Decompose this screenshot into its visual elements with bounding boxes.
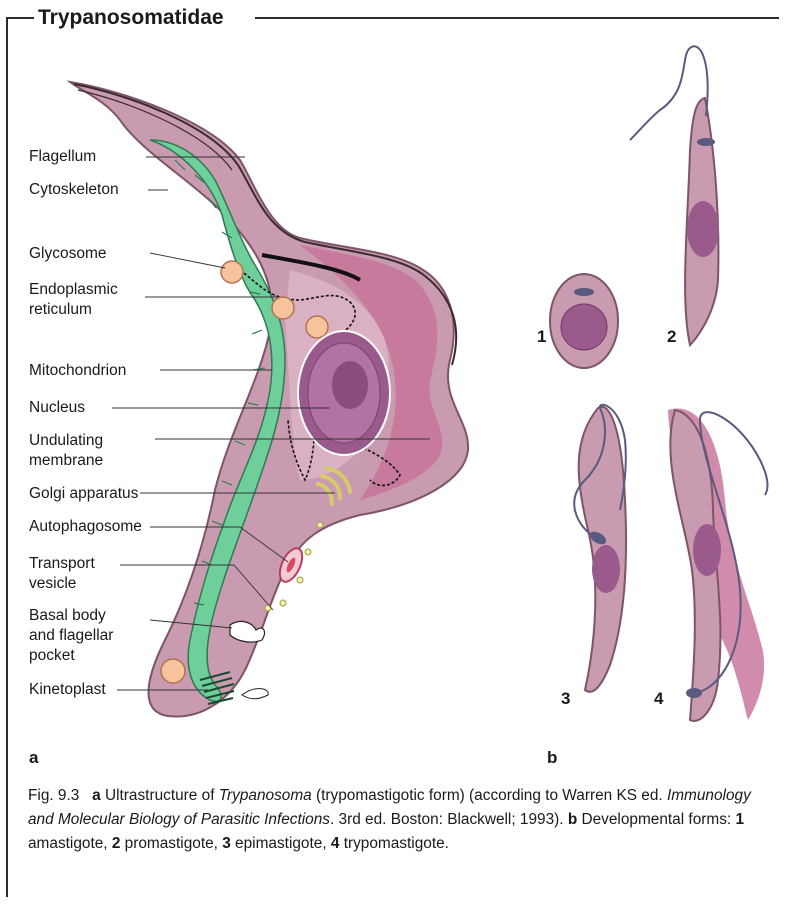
caption-text-4: Developmental forms: xyxy=(577,811,735,828)
caption-num-3: 3 xyxy=(222,835,231,852)
label-um-line2: membrane xyxy=(29,451,103,470)
form-1-amastigote xyxy=(550,274,618,368)
glycosome-1 xyxy=(221,261,243,283)
form-3-epimastigote xyxy=(574,405,626,692)
label-er-line2: reticulum xyxy=(29,300,92,319)
label-bb-line3: pocket xyxy=(29,646,75,665)
label-glycosome: Glycosome xyxy=(29,244,107,263)
label-mitochondrion: Mitochondrion xyxy=(29,361,126,380)
label-nucleus: Nucleus xyxy=(29,398,85,417)
caption-text-1: Ultrastructure of xyxy=(101,787,219,804)
form-number-1: 1 xyxy=(537,327,546,347)
panel-letter-b: b xyxy=(547,748,557,768)
label-er-line1: Endoplasmic xyxy=(29,280,118,299)
caption-genus: Trypanosoma xyxy=(219,787,312,804)
caption-b: b xyxy=(568,811,577,828)
caption-text-2: (trypomastigotic form) (according to War… xyxy=(312,787,667,804)
label-kinetoplast: Kinetoplast xyxy=(29,680,106,699)
caption-num-1: 1 xyxy=(735,811,744,828)
label-autophagosome: Autophagosome xyxy=(29,517,142,536)
glycosome-3 xyxy=(306,316,328,338)
label-bb-line2: and flagellar xyxy=(29,626,113,645)
trypanosome-cell xyxy=(70,82,468,717)
label-golgi: Golgi apparatus xyxy=(29,484,138,503)
label-flagellum: Flagellum xyxy=(29,147,96,166)
form-number-3: 3 xyxy=(561,689,570,709)
caption-form-2: promastigote, xyxy=(120,835,222,852)
caption-a: a xyxy=(92,787,101,804)
panel-letter-a: a xyxy=(29,748,38,768)
label-tv-line2: vesicle xyxy=(29,574,76,593)
caption-text-3: . 3rd ed. Boston: Blackwell; 1993). xyxy=(330,811,568,828)
caption-form-3: epimastigote, xyxy=(231,835,331,852)
form-4-trypomastigote xyxy=(668,408,767,720)
label-um-line1: Undulating xyxy=(29,431,103,450)
form-2-promastigote xyxy=(630,46,719,345)
glycosome-4 xyxy=(161,659,185,683)
caption-fig: Fig. 9.3 xyxy=(28,787,79,804)
caption-form-4: trypomastigote. xyxy=(339,835,449,852)
form-number-2: 2 xyxy=(667,327,676,347)
form-number-4: 4 xyxy=(654,689,663,709)
figure-caption: Fig. 9.3 a Ultrastructure of Trypanosoma… xyxy=(28,784,773,856)
glycosome-2 xyxy=(272,297,294,319)
label-cytoskeleton: Cytoskeleton xyxy=(29,180,119,199)
label-tv-line1: Transport xyxy=(29,554,95,573)
label-bb-line1: Basal body xyxy=(29,606,106,625)
caption-form-1: amastigote, xyxy=(28,835,112,852)
